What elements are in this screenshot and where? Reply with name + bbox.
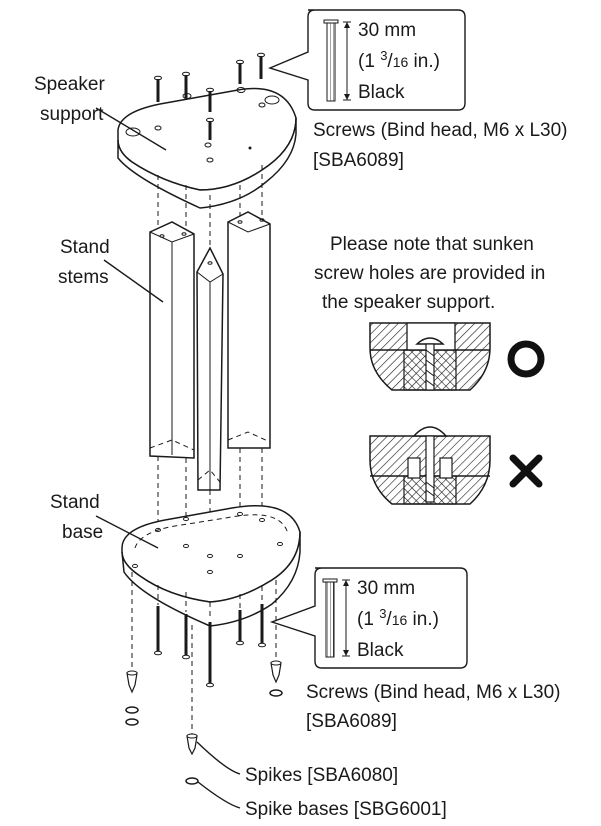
screw-finish: Black [357, 640, 404, 661]
leader-line [95, 515, 159, 549]
screw-icon [154, 75, 162, 102]
spike-icon [270, 660, 282, 684]
spike-base-icon [125, 706, 139, 726]
screw-icon [206, 622, 214, 688]
screw-length-mm: 30 mm [358, 20, 416, 41]
screw-part-no-bottom: [SBA6089] [306, 711, 397, 732]
speaker-support-label-line1: Speaker [34, 74, 105, 95]
dimension-arrow-icon [342, 579, 350, 657]
speaker-support-plate [117, 87, 297, 209]
screw-icon [182, 614, 190, 660]
spike-icon [186, 733, 198, 756]
screw-icon [206, 117, 214, 140]
screw-length-in: (1 3/16 in.) [357, 606, 439, 630]
stand-base-plate [121, 505, 301, 627]
leader-line [103, 259, 164, 303]
speaker-support-label-line2: support [40, 104, 104, 125]
screw-description-bottom: Screws (Bind head, M6 x L30) [306, 682, 561, 703]
screw-callout-bottom: 30 mm (1 3/16 in.) Black [269, 567, 468, 669]
circle-icon: O [507, 340, 545, 378]
dimension-arrow-icon [343, 21, 351, 101]
screw-icon [182, 71, 190, 98]
stand-stems-label-line1: Stand [60, 237, 110, 258]
screw-icon [323, 19, 339, 102]
screw-description-top: Screws (Bind head, M6 x L30) [313, 120, 568, 141]
spike-base-icon [269, 689, 283, 697]
screw-icon [236, 610, 244, 646]
screw-icon [154, 606, 162, 656]
incorrect-screw-cross-section [369, 426, 491, 505]
spike-bases-label: Spike bases [SBG6001] [245, 799, 447, 820]
screw-icon [258, 604, 266, 648]
spike-base-icon [185, 777, 199, 785]
top-screws [154, 52, 265, 140]
leader-line [196, 741, 241, 775]
screw-length-in: (1 3/16 in.) [358, 48, 440, 72]
spike-icon [126, 670, 138, 694]
note-line2: screw holes are provided in [314, 263, 545, 284]
bottom-screws [154, 604, 266, 688]
screw-icon [206, 87, 214, 112]
spikes-label: Spikes [SBA6080] [245, 765, 398, 786]
correct-screw-cross-section [369, 322, 491, 391]
note-line1: Please note that sunken [330, 234, 534, 255]
screw-length-mm: 30 mm [357, 578, 415, 599]
screw-part-no-top: [SBA6089] [313, 150, 404, 171]
screw-icon [322, 578, 338, 658]
screw-icon [257, 52, 265, 79]
screw-icon [236, 59, 244, 84]
stand-base-label-line2: base [62, 522, 103, 543]
cross-icon: X [509, 454, 543, 488]
note-line3: the speaker support. [322, 292, 495, 313]
screw-callout-top: 30 mm (1 3/16 in.) Black [267, 9, 466, 111]
leader-line [95, 107, 167, 151]
stand-stems [149, 211, 271, 491]
screw-finish: Black [358, 82, 405, 103]
leader-line [197, 781, 241, 809]
stand-stems-label-line2: stems [58, 267, 109, 288]
stand-base-label-line1: Stand [50, 492, 100, 513]
